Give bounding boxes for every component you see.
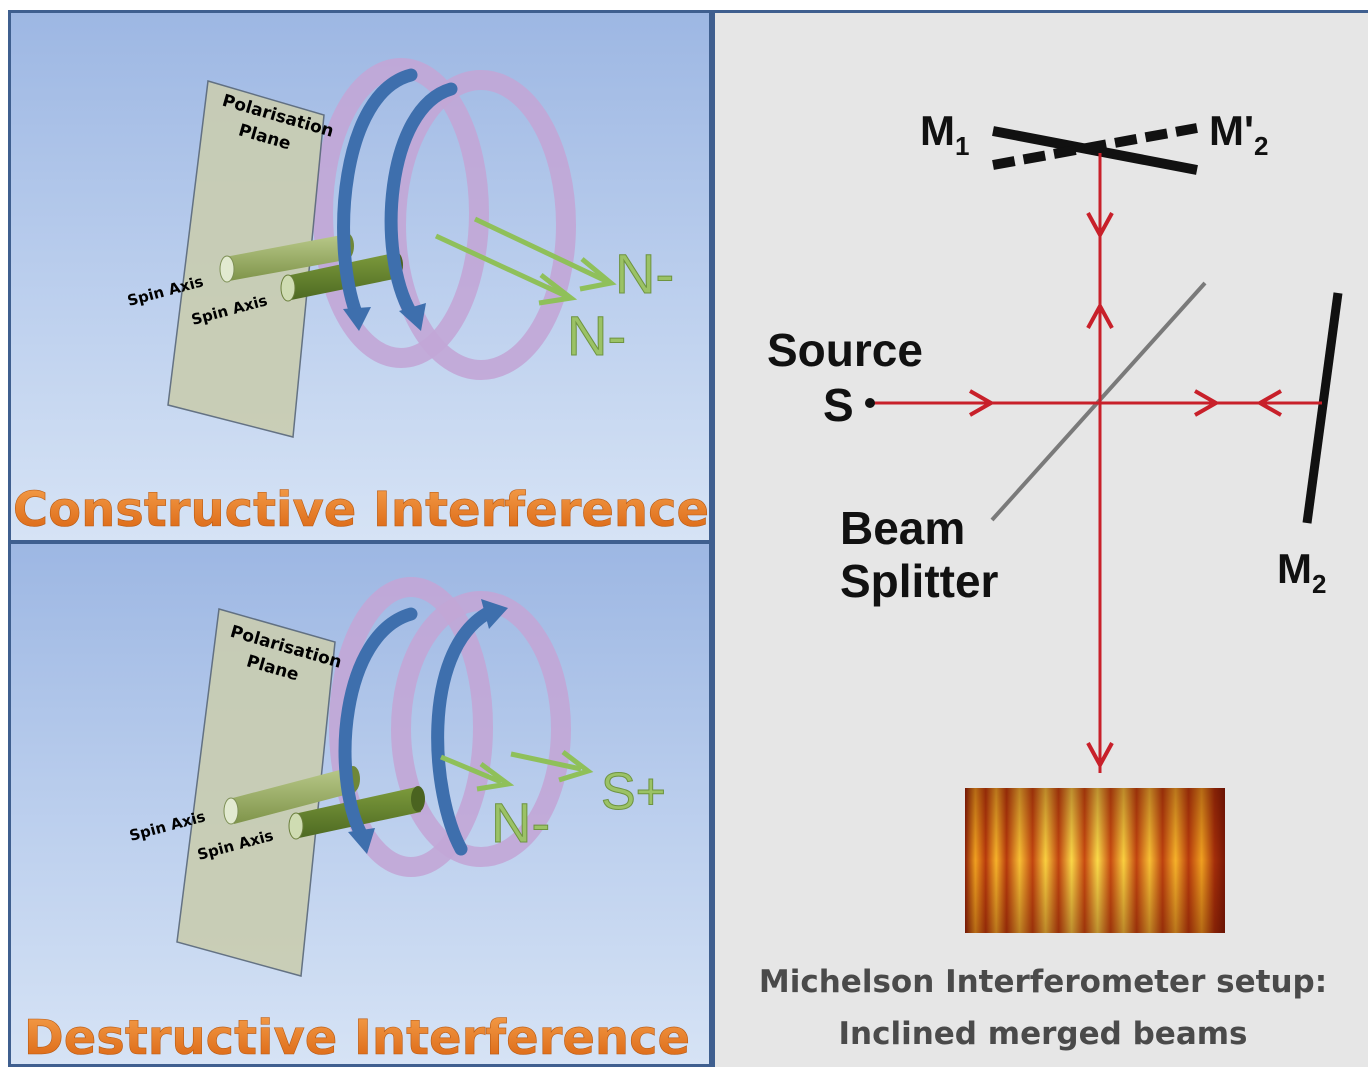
m2-prime-label: M' <box>1209 107 1254 154</box>
caption-line-2: Inclined merged beams <box>838 1016 1248 1052</box>
constructive-diagram: Polarisation Plane Spin Axis Spin Axis N… <box>13 58 709 538</box>
field-arrow-1 <box>434 233 568 299</box>
field-arrow-1 <box>440 754 502 785</box>
constructive-title: Constructive Interference <box>13 482 709 538</box>
beam-arrow <box>969 389 996 417</box>
destructive-panel: Polarisation Plane Spin Axis Spin Axis N… <box>8 541 712 1067</box>
m2-prime-subscript: 2 <box>1254 131 1268 161</box>
splitter-label-line2: Splitter <box>840 555 999 607</box>
rotation-arrow-1 <box>338 607 418 841</box>
mirror-m2-prime <box>992 123 1198 170</box>
caption-line-1: Michelson Interferometer setup: <box>758 964 1328 1000</box>
field-arrow-2 <box>510 751 582 772</box>
mirror-m2 <box>1302 292 1343 524</box>
field-arrow-2 <box>473 216 608 284</box>
pole-label-1: N- <box>615 242 674 305</box>
m2-label: M <box>1277 545 1312 592</box>
ring-front <box>391 591 571 867</box>
svg-text:M2: M2 <box>1277 545 1326 599</box>
m1-label: M <box>920 107 955 154</box>
splitter-label-line1: Beam <box>840 502 965 554</box>
constructive-panel: Polarisation Plane Spin Axis Spin Axis N… <box>8 10 712 543</box>
destructive-title: Destructive Interference <box>24 1010 690 1064</box>
pole-label-2: S+ <box>601 763 666 821</box>
beam-arrow <box>1086 742 1114 770</box>
m1-subscript: 1 <box>955 131 969 161</box>
ring-back <box>329 577 493 877</box>
rotation-arrow-2 <box>384 82 458 320</box>
interferometer-panel: M1 M'2 M2 Source S Beam Splitter Michels… <box>712 10 1368 1067</box>
michelson-diagram: M1 M'2 M2 Source S Beam Splitter <box>767 107 1343 933</box>
beam-arrow <box>1086 212 1114 240</box>
pole-label-2: N- <box>567 304 626 367</box>
pole-label-1: N- <box>491 791 550 854</box>
beam-arrow <box>1194 389 1221 417</box>
source-label-line2: S <box>823 379 854 431</box>
beam-arrow <box>1086 301 1114 329</box>
m2-subscript: 2 <box>1312 569 1326 599</box>
rotation-arrow-1 <box>337 68 418 320</box>
source-point <box>865 398 875 408</box>
destructive-diagram: Polarisation Plane Spin Axis Spin Axis N… <box>24 577 690 1064</box>
source-label-line1: Source <box>767 324 923 376</box>
ring-back <box>313 58 489 368</box>
rotation-arrow-2 <box>431 607 493 856</box>
svg-text:M'2: M'2 <box>1209 107 1268 161</box>
svg-text:M1: M1 <box>920 107 969 161</box>
beam-arrow <box>1255 389 1282 417</box>
